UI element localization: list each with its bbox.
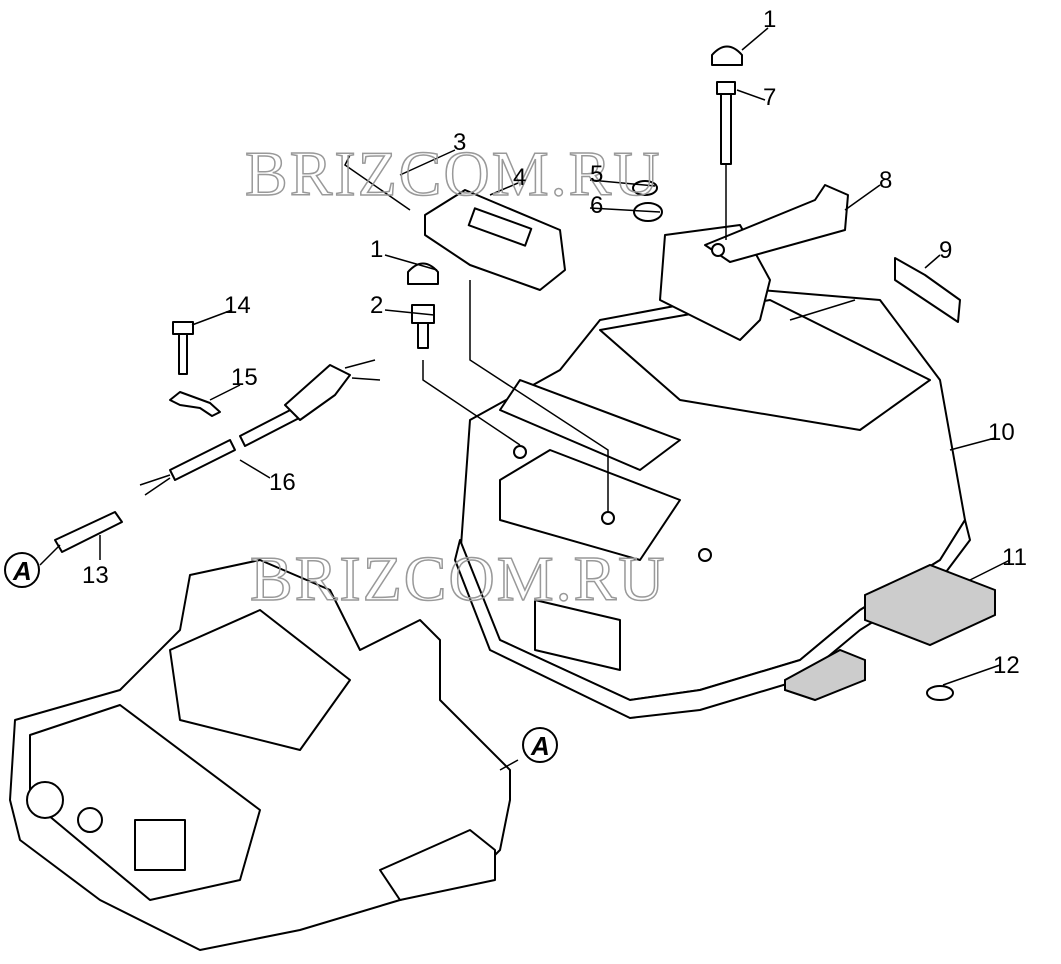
plug-part-1-top [711,45,743,66]
reference-a-right: A [522,727,558,763]
svg-text:A: A [12,556,32,586]
callout-11: 11 [1002,544,1027,571]
watermark-bottom: BRIZCOM.RU [250,543,667,614]
cap-part-4 [424,189,566,291]
callout-5: 5 [590,161,603,188]
bolt-part-7 [716,81,736,95]
callout-1-mid: 1 [370,236,383,263]
svg-text:A: A [530,731,550,761]
power-cord-part-16 [139,359,381,496]
callout-13: 13 [82,562,109,589]
callout-8: 8 [879,167,892,194]
callout-2: 2 [370,292,383,319]
handle-part-8 [659,184,849,341]
callout-14: 14 [224,292,251,319]
callout-7: 7 [763,84,776,111]
label-part-9 [894,257,961,323]
washer-part-12 [926,685,954,701]
reference-a-left: A [4,552,40,588]
callout-12: 12 [993,652,1020,679]
callout-15: 15 [231,364,258,391]
callout-9: 9 [939,237,952,264]
pad-part-11b [784,648,866,702]
housing-base [9,559,511,951]
callout-10: 10 [988,419,1015,446]
watermark-top: BRIZCOM.RU [245,138,662,209]
callout-16: 16 [269,469,296,496]
screw-part-14 [172,321,194,335]
hex-key-part-3 [344,154,411,211]
clamp-part-15 [169,391,221,417]
callout-3: 3 [453,129,466,156]
connector-part-13 [54,511,123,553]
callout-4: 4 [513,164,526,191]
callout-6: 6 [590,192,603,219]
cover-part-10 [454,289,971,719]
callout-1-top: 1 [763,6,776,33]
pad-part-11 [864,563,996,647]
